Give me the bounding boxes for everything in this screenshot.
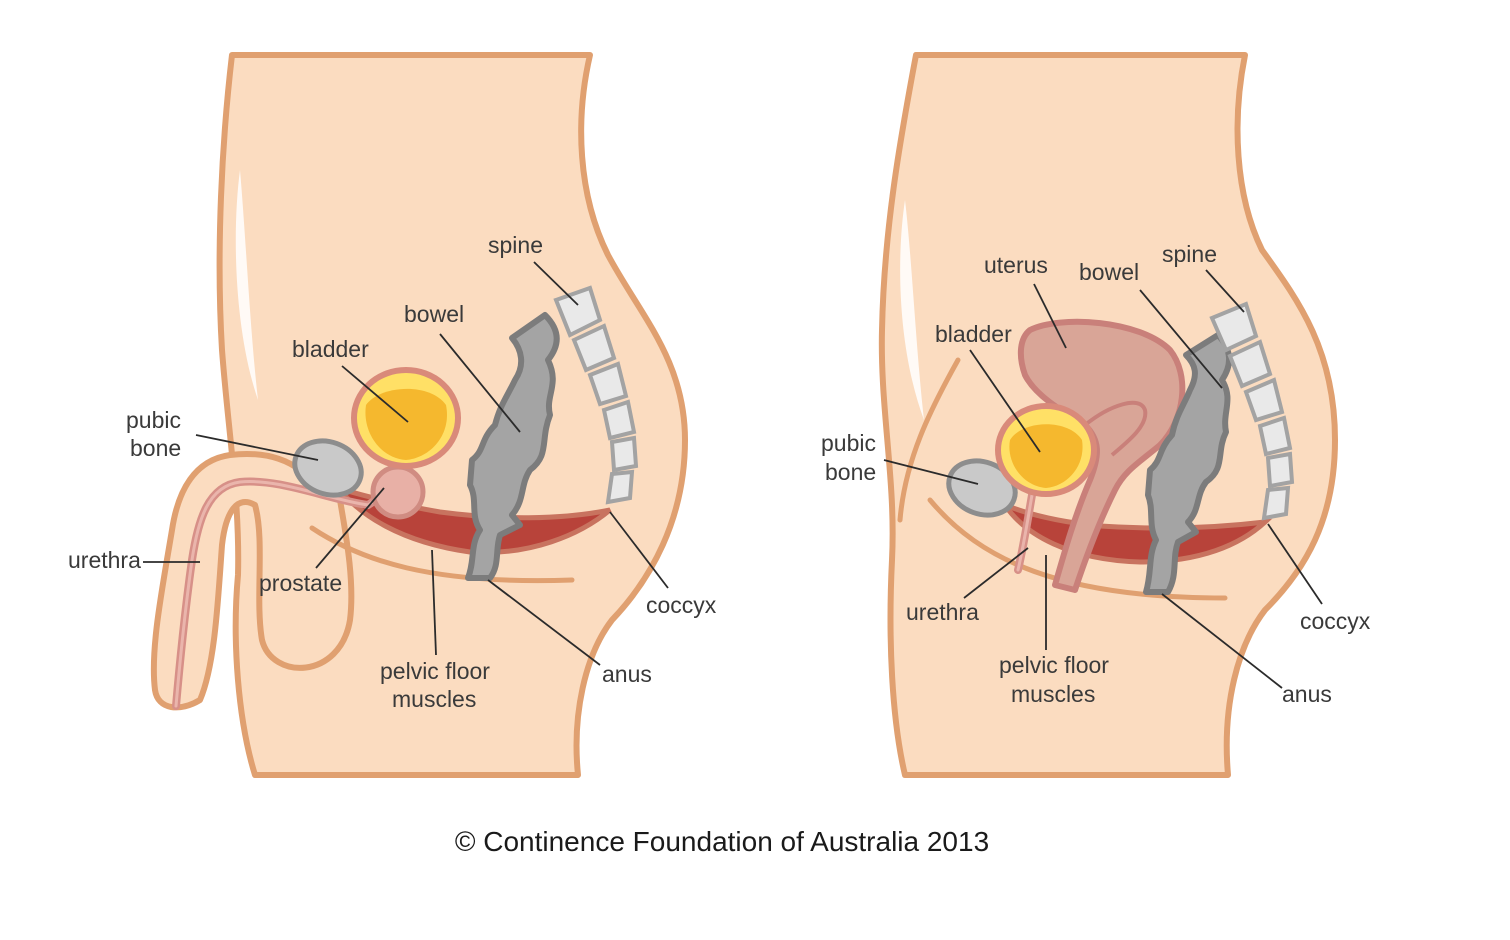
female-label-pubic: pubic <box>821 430 876 456</box>
male-label-coccyx: coccyx <box>646 592 717 618</box>
copyright-caption: © Continence Foundation of Australia 201… <box>454 826 990 857</box>
female-figure: uterus bowel spine bladder pubic bone ur… <box>821 52 1371 778</box>
male-label-pelvic-floor: pelvic floor <box>380 658 490 684</box>
male-spine <box>553 285 639 505</box>
female-label-spine: spine <box>1162 241 1217 267</box>
male-label-pubic: pubic <box>126 407 181 433</box>
female-highlight <box>900 200 924 420</box>
female-label-bone: bone <box>825 459 876 485</box>
female-label-muscles: muscles <box>1011 681 1095 707</box>
male-label-spine: spine <box>488 232 543 258</box>
female-label-bladder: bladder <box>935 321 1012 347</box>
female-label-coccyx: coccyx <box>1300 608 1371 634</box>
female-bowel <box>1143 332 1232 595</box>
male-leader-lines <box>143 261 669 666</box>
female-label-anus: anus <box>1282 681 1332 707</box>
male-label-bone: bone <box>130 435 181 461</box>
male-highlight <box>235 170 258 400</box>
male-label-urethra: urethra <box>68 547 141 573</box>
male-label-anus: anus <box>602 661 652 687</box>
male-pelvic-arc <box>309 525 575 584</box>
male-label-bowel: bowel <box>404 301 464 327</box>
female-label-urethra: urethra <box>906 599 979 625</box>
female-spine <box>1209 301 1295 521</box>
female-label-bowel: bowel <box>1079 259 1139 285</box>
female-label-uterus: uterus <box>984 252 1048 278</box>
male-label-bladder: bladder <box>292 336 369 362</box>
female-label-pelvic-floor: pelvic floor <box>999 652 1109 678</box>
male-label-prostate: prostate <box>259 570 342 596</box>
male-bowel <box>465 312 560 581</box>
female-thigh-crease <box>897 357 961 523</box>
male-figure: spine bowel bladder pubic bone urethra p… <box>68 52 717 778</box>
female-leader-lines <box>883 269 1323 689</box>
male-label-muscles: muscles <box>392 686 476 712</box>
